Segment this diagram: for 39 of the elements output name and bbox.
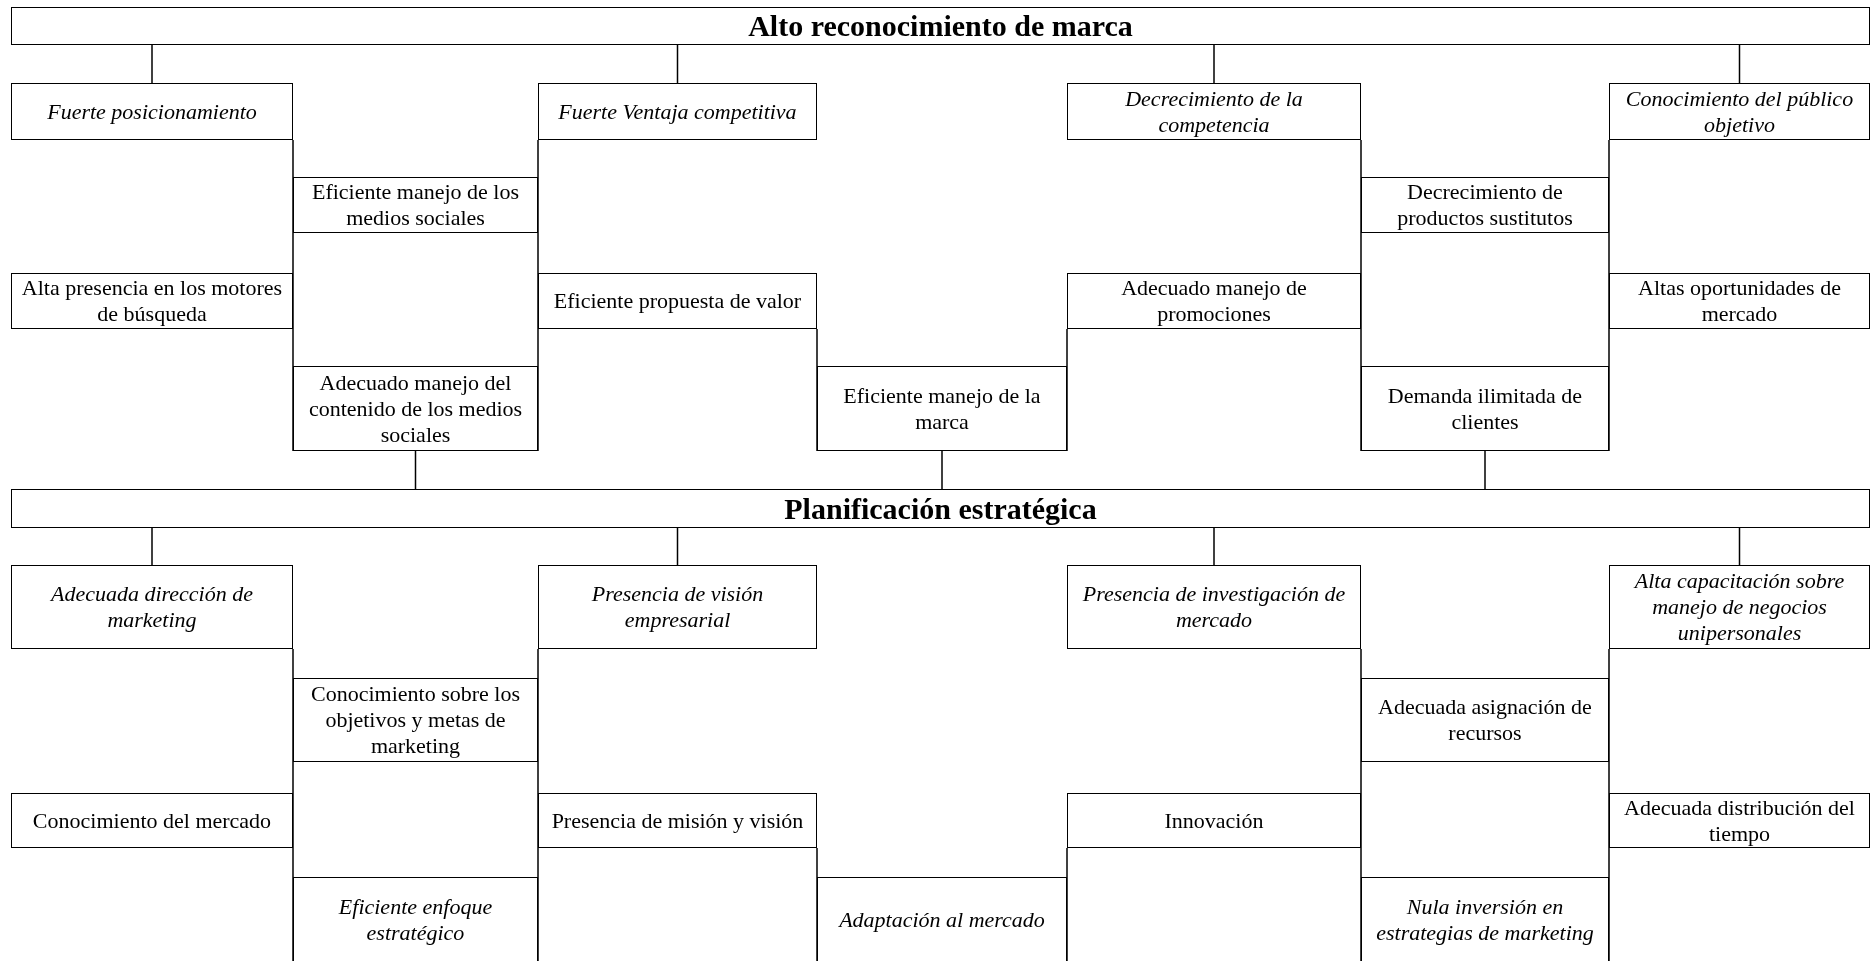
connector-line <box>151 44 153 84</box>
connector-line <box>1484 450 1486 490</box>
text-box: Adecuado manejo del contenido de los medios sociales <box>293 366 538 451</box>
text-box: Eficiente propuesta de valor <box>538 273 817 329</box>
text-box: Demanda ilimitada de clientes <box>1361 366 1609 451</box>
connector-line <box>676 527 679 566</box>
text-box: Eficiente manejo de la marca <box>817 366 1067 451</box>
heading-band: Planificación estratégica <box>11 489 1870 528</box>
text-box: Adecuada asignación de recursos <box>1361 678 1609 762</box>
text-box: Decrecimiento de productos sustitutos <box>1361 177 1609 233</box>
text-box: Conocimiento sobre los objetivos y metas de marketing <box>293 678 538 762</box>
text-box: Adecuada dirección de marketing <box>11 565 293 649</box>
text-box: Eficiente manejo de los medios sociales <box>293 177 538 233</box>
text-box: Conocimiento del público objetivo <box>1609 83 1870 140</box>
text-box: Fuerte posicionamiento <box>11 83 293 140</box>
text-box: Alta capacitación sobre manejo de negocios unipersonales <box>1609 565 1870 649</box>
text-box: Fuerte Ventaja competitiva <box>538 83 817 140</box>
connector-line <box>676 44 679 84</box>
text-box: Altas oportunidades de mercado <box>1609 273 1870 329</box>
connector-line <box>1738 44 1741 84</box>
text-box: Presencia de investigación de mercado <box>1067 565 1361 649</box>
text-box: Adaptación al mercado <box>817 877 1067 961</box>
text-box: Decrecimiento de la competencia <box>1067 83 1361 140</box>
text-box: Alta presencia en los motores de búsqueda <box>11 273 293 329</box>
text-box: Presencia de misión y visión <box>538 793 817 848</box>
connector-line <box>1213 527 1215 566</box>
text-box: Nula inversión en estrategias de marketing <box>1361 877 1609 961</box>
connector-line <box>151 527 153 566</box>
text-box: Conocimiento del mercado <box>11 793 293 848</box>
connector-line <box>1213 44 1215 84</box>
connector-line <box>1738 527 1741 566</box>
text-box: Adecuada distribución del tiempo <box>1609 793 1870 848</box>
text-box: Presencia de visión empresarial <box>538 565 817 649</box>
connector-line <box>941 450 943 490</box>
text-box: Innovación <box>1067 793 1361 848</box>
connector-line <box>414 450 417 490</box>
text-box: Adecuado manejo de promociones <box>1067 273 1361 329</box>
text-box: Eficiente enfoque estratégico <box>293 877 538 961</box>
heading-band: Alto reconocimiento de marca <box>11 7 1870 45</box>
